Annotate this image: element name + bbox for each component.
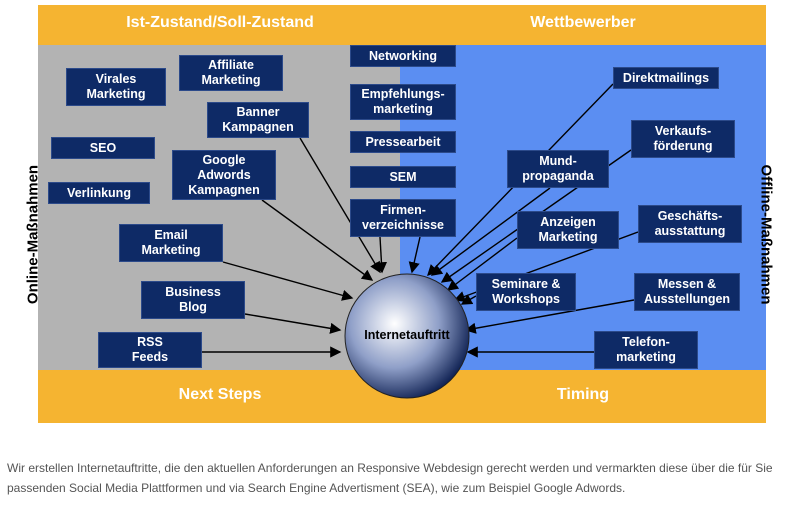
online-box-verlinkung: Verlinkung — [48, 182, 150, 204]
arrow-anzeigen-marketing — [446, 237, 518, 291]
online-box-email-marketing: Email Marketing — [119, 224, 223, 262]
footer-right-label: Timing — [556, 386, 610, 403]
offline-box-telefon-marketing: Telefon- marketing — [594, 331, 698, 369]
arrow-seminare-workshops — [460, 294, 477, 305]
footer-left-label: Next Steps — [178, 386, 262, 403]
offline-box-mund-propaganda: Mund- propaganda — [507, 150, 609, 188]
offline-box-geschäfts-ausstattung: Geschäfts- ausstattung — [638, 205, 742, 243]
offline-box-messen-ausstellungen: Messen & Ausstellungen — [634, 273, 740, 311]
header-right-label: Wettbewerber — [530, 14, 636, 31]
marketing-diagram: Ist-Zustand/Soll-Zustand Wettbewerber Ne… — [24, 5, 775, 423]
middle-box-sem: SEM — [350, 166, 456, 188]
arrow-business-blog — [244, 313, 342, 334]
arrow-connector-2 — [430, 187, 551, 276]
offline-box-verkaufs-förderung: Verkaufs- förderung — [631, 120, 735, 158]
online-box-affiliate-marketing: Affiliate Marketing — [179, 55, 283, 91]
side-left-label: Online-Maßnahmen — [24, 164, 42, 305]
header-band — [38, 5, 766, 45]
middle-box-pressearbeit: Pressearbeit — [350, 131, 456, 153]
online-box-rss-feeds: RSS Feeds — [98, 332, 202, 368]
arrow-connector-0 — [375, 236, 388, 274]
online-box-seo: SEO — [51, 137, 155, 159]
middle-box-empfehlungs-marketing: Empfehlungs- marketing — [350, 84, 456, 120]
side-right-label: Offline-Maßnahmen — [757, 164, 775, 305]
online-box-banner-kampagnen: Banner Kampagnen — [207, 102, 309, 138]
arrow-connector-1 — [408, 236, 421, 274]
middle-box-firmen-verzeichnisse: Firmen- verzeichnisse — [350, 199, 456, 237]
arrow-messen-ausstellungen — [464, 299, 635, 334]
arrow-email-marketing — [222, 261, 354, 301]
arrow-google-adwords-kampagnen — [261, 199, 374, 281]
caption-text: Wir erstellen Internetauftritte, die den… — [7, 461, 773, 495]
center-sphere — [344, 273, 470, 399]
center-label: Internetauftritt — [364, 328, 450, 342]
arrow-banner-kampagnen — [299, 137, 381, 274]
offline-box-direktmailings: Direktmailings — [613, 67, 719, 89]
online-box-google-adwords-kampagnen: Google Adwords Kampagnen — [172, 150, 276, 200]
online-box-business-blog: Business Blog — [141, 281, 245, 319]
online-box-virales-marketing: Virales Marketing — [66, 68, 166, 106]
header-left-label: Ist-Zustand/Soll-Zustand — [126, 14, 314, 31]
middle-box-networking: Networking — [350, 45, 456, 67]
offline-box-anzeigen-marketing: Anzeigen Marketing — [517, 211, 619, 249]
offline-box-seminare-workshops: Seminare & Workshops — [476, 273, 576, 311]
